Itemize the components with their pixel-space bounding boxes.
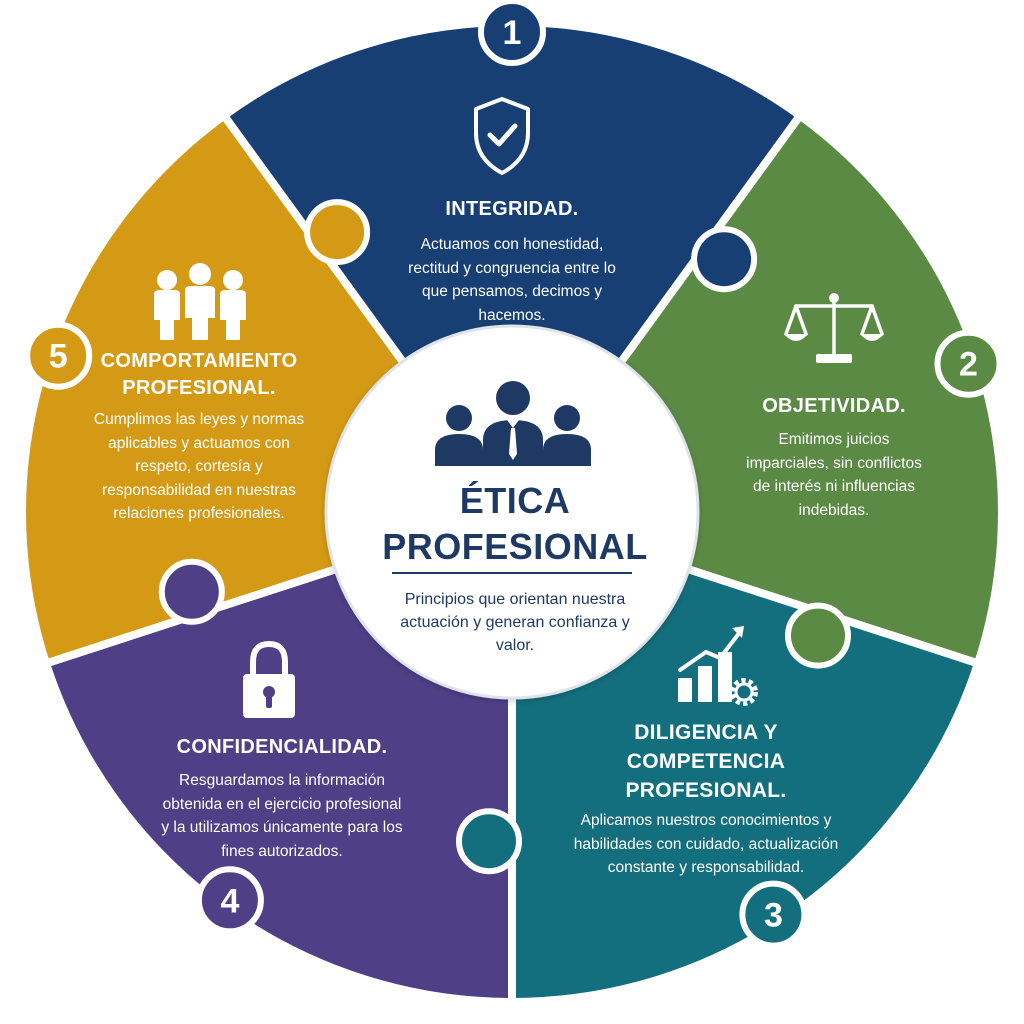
principle-diligencia: DILIGENCIA Y COMPETENCIA PROFESIONAL. Ap… [560, 718, 852, 880]
center-title: ÉTICA PROFESIONAL [382, 480, 648, 567]
padlock-icon [243, 640, 295, 718]
number-badge: 5 [24, 321, 93, 390]
shield-check-icon [474, 97, 530, 175]
center-circle [324, 324, 700, 700]
puzzle-knob [456, 808, 522, 875]
principle-objetividad: OBJETIVIDAD. Emitimos juicios imparciale… [725, 393, 943, 522]
badge-number: 2 [959, 346, 978, 384]
number-badge: 2 [934, 329, 1003, 398]
scales-icon [784, 293, 884, 363]
number-badge: 1 [478, 0, 546, 66]
people-group-icon [435, 381, 591, 466]
principle-title: DILIGENCIA Y COMPETENCIA PROFESIONAL. [625, 721, 787, 802]
number-badge: 3 [739, 880, 808, 949]
principle-description: Actuamos con honestidad, rectitud y cong… [408, 236, 616, 324]
puzzle-knob [158, 558, 225, 625]
principle-title: COMPORTAMIENTO PROFESIONAL. [100, 350, 298, 399]
principle-title: INTEGRIDAD. [445, 198, 579, 220]
principle-description: Resguardamos la información obtenida en … [161, 772, 403, 860]
badge-number: 3 [764, 897, 783, 935]
principle-comportamiento: COMPORTAMIENTO PROFESIONAL. Cumplimos la… [78, 348, 320, 526]
team-icon [154, 263, 246, 340]
puzzle-knob [785, 602, 851, 669]
puzzle-knob [304, 199, 371, 266]
principle-description: Emitimos juicios imparciales, sin confli… [746, 431, 922, 519]
principle-confidencialidad: CONFIDENCIALIDAD. Resguardamos la inform… [150, 734, 414, 863]
puzzle-knob [691, 226, 758, 293]
growth-chart-gear-icon [678, 626, 758, 706]
principle-title: OBJETIVIDAD. [762, 395, 906, 417]
badge-number: 4 [220, 882, 239, 920]
principle-description: Aplicamos nuestros conocimientos y habil… [573, 812, 839, 876]
number-badge: 4 [195, 866, 264, 935]
principle-title: CONFIDENCIALIDAD. [176, 736, 388, 758]
principle-integridad: INTEGRIDAD. Actuamos con honestidad, rec… [395, 196, 629, 327]
badge-number: 1 [503, 14, 522, 52]
center-subtitle: Principios que orientan nuestra actuació… [400, 591, 630, 654]
principle-description: Cumplimos las leyes y normas aplicables … [93, 411, 305, 522]
badge-number: 5 [49, 338, 68, 376]
